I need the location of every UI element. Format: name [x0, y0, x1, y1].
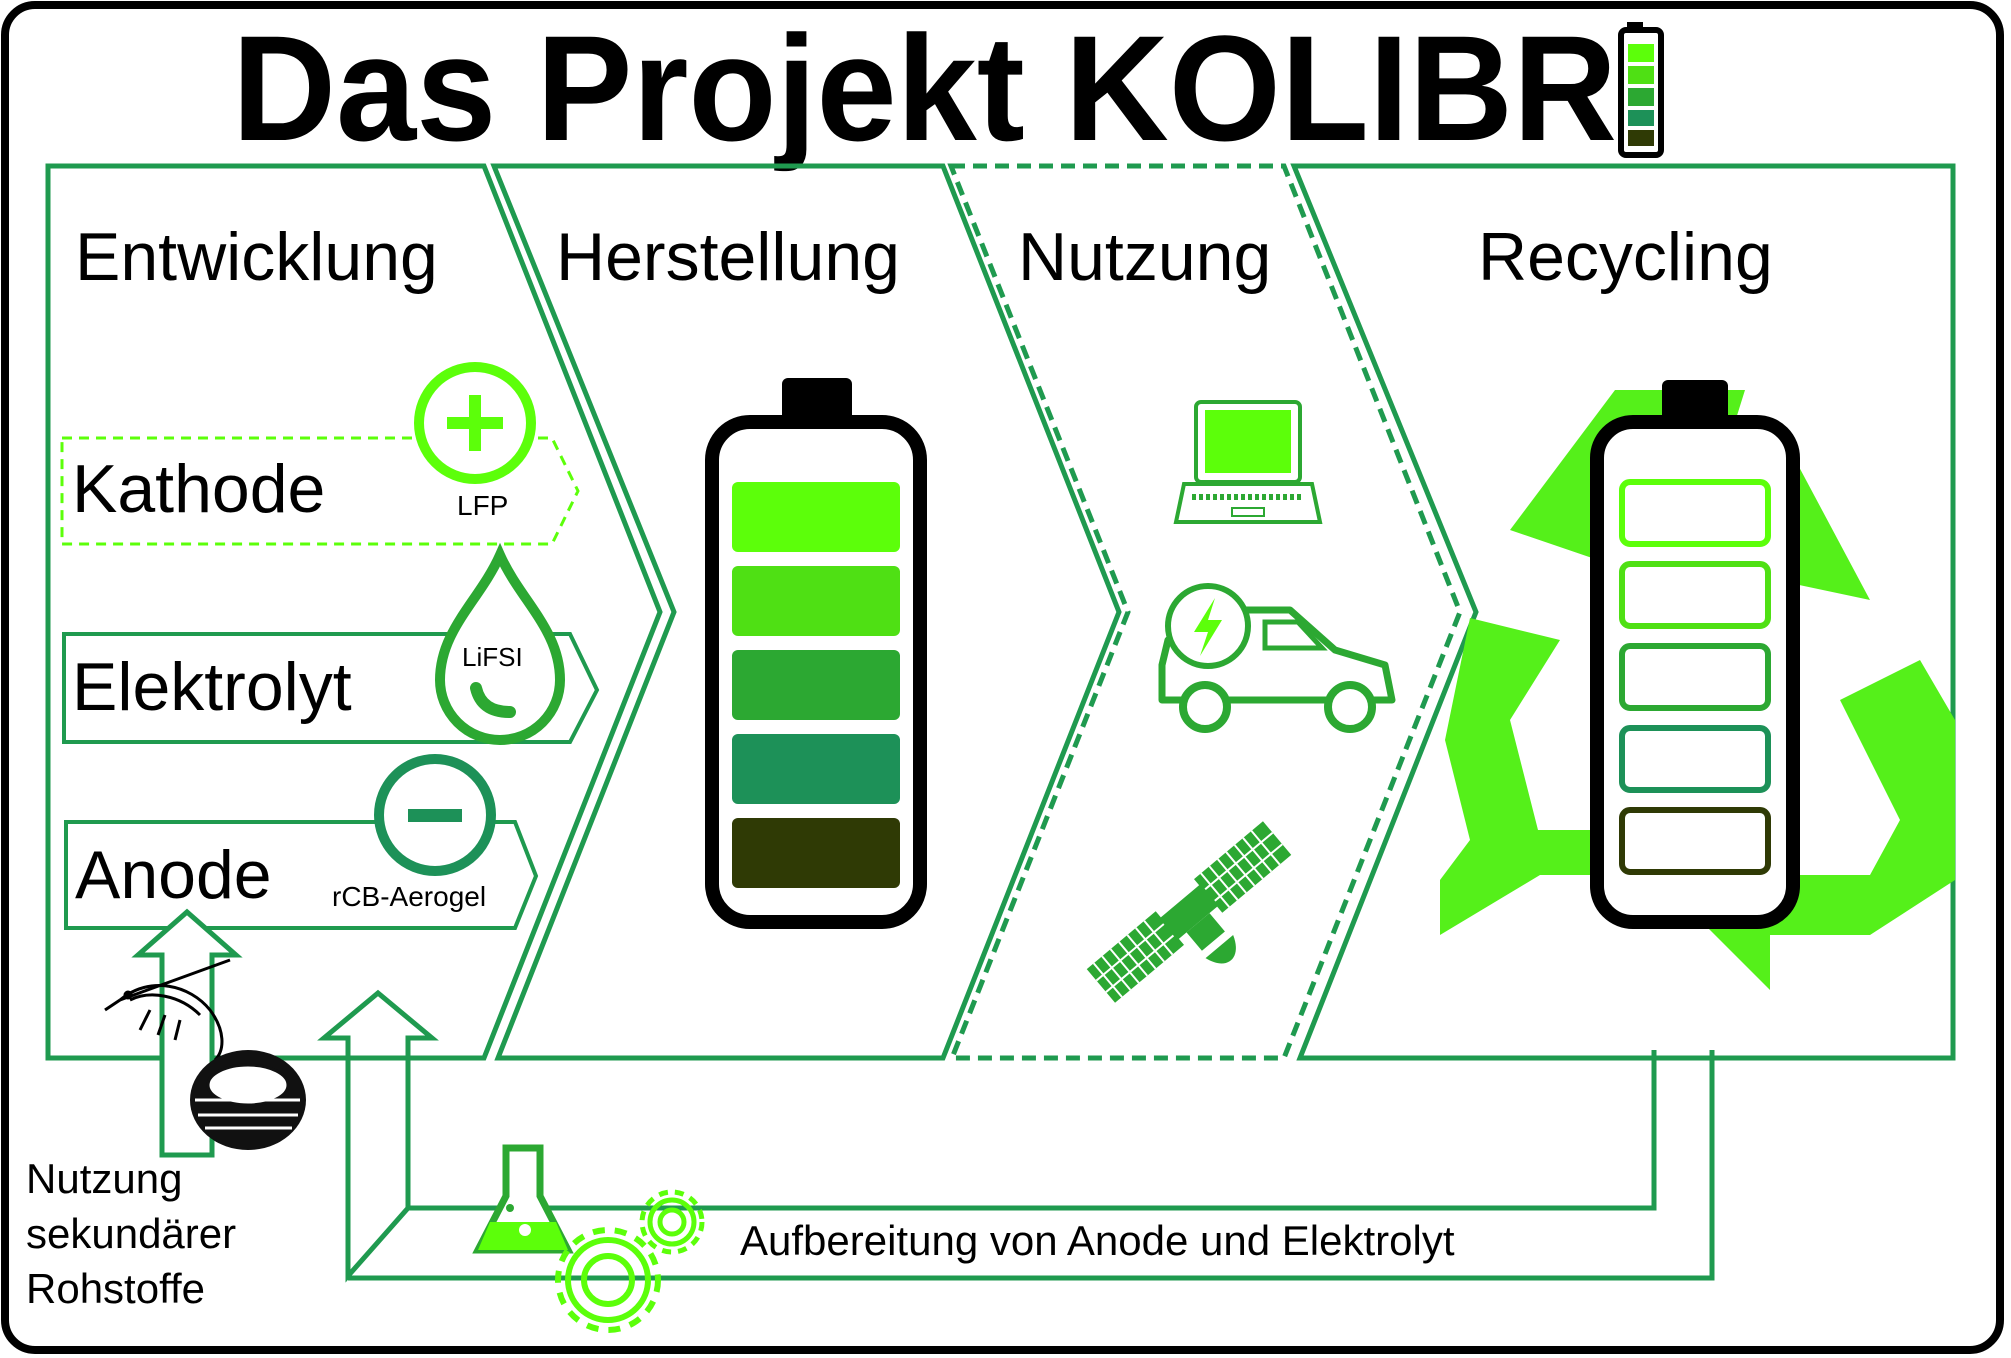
secondary-materials-line-2: sekundärer [26, 1210, 236, 1257]
battery-cell-4 [732, 734, 900, 804]
satellite-icon [1086, 821, 1292, 1003]
battery-cell-5 [732, 818, 900, 888]
battery-cell-1 [732, 482, 900, 552]
return-arrow [317, 989, 439, 1283]
electric-car-icon [1158, 583, 1396, 733]
anode-material: rCB-Aerogel [332, 881, 486, 912]
battery-icon [705, 378, 927, 929]
stage-title-recycling: Recycling [1478, 219, 1773, 295]
battery-cell-2 [732, 566, 900, 636]
laptop-icon [1173, 400, 1323, 524]
stage-title-nutzung: Nutzung [1018, 219, 1271, 295]
recycling-cell-5 [1619, 807, 1771, 875]
gear-icon [555, 1227, 661, 1333]
kathode-material: LFP [457, 490, 508, 521]
plus-icon [414, 362, 536, 484]
stage-nutzung-panel [947, 163, 1463, 1061]
page-title: Das Projekt KOLIBR [232, 4, 1617, 172]
shrimp-icon [104, 958, 231, 1062]
return-loop-label: Aufbereitung von Anode und Elektrolyt [740, 1217, 1455, 1264]
stage-title-herstellung: Herstellung [556, 219, 900, 295]
stage-recycling-panel [1290, 163, 1956, 1061]
recycling-cell-2 [1619, 561, 1771, 629]
recycling-battery-icon [1590, 380, 1800, 929]
tire-icon [190, 1050, 306, 1150]
battery-cell-3 [732, 650, 900, 720]
secondary-materials-line-3: Rohstoffe [26, 1265, 205, 1312]
recycling-cell-4 [1619, 725, 1771, 793]
flask-icon [472, 1144, 574, 1254]
title-battery-icon [1618, 22, 1664, 158]
stage-entwicklung-panel [45, 163, 663, 1061]
recycling-cell-3 [1619, 643, 1771, 711]
kathode-label: Kathode [72, 451, 325, 527]
return-loop-path-outer [348, 1050, 1715, 1281]
gear-icon-small [639, 1189, 705, 1255]
recycling-cell-1 [1619, 479, 1771, 547]
droplet-icon [434, 542, 566, 745]
minus-icon [374, 754, 496, 876]
anode-label: Anode [75, 837, 272, 913]
stage-herstellung-panel [490, 163, 1122, 1061]
return-loop-path [408, 1050, 1657, 1211]
stage-title-entwicklung: Entwicklung [75, 219, 438, 295]
elektrolyt-label: Elektrolyt [72, 649, 352, 725]
secondary-materials-line-1: Nutzung [26, 1155, 182, 1202]
elektrolyt-material: LiFSI [462, 642, 523, 672]
